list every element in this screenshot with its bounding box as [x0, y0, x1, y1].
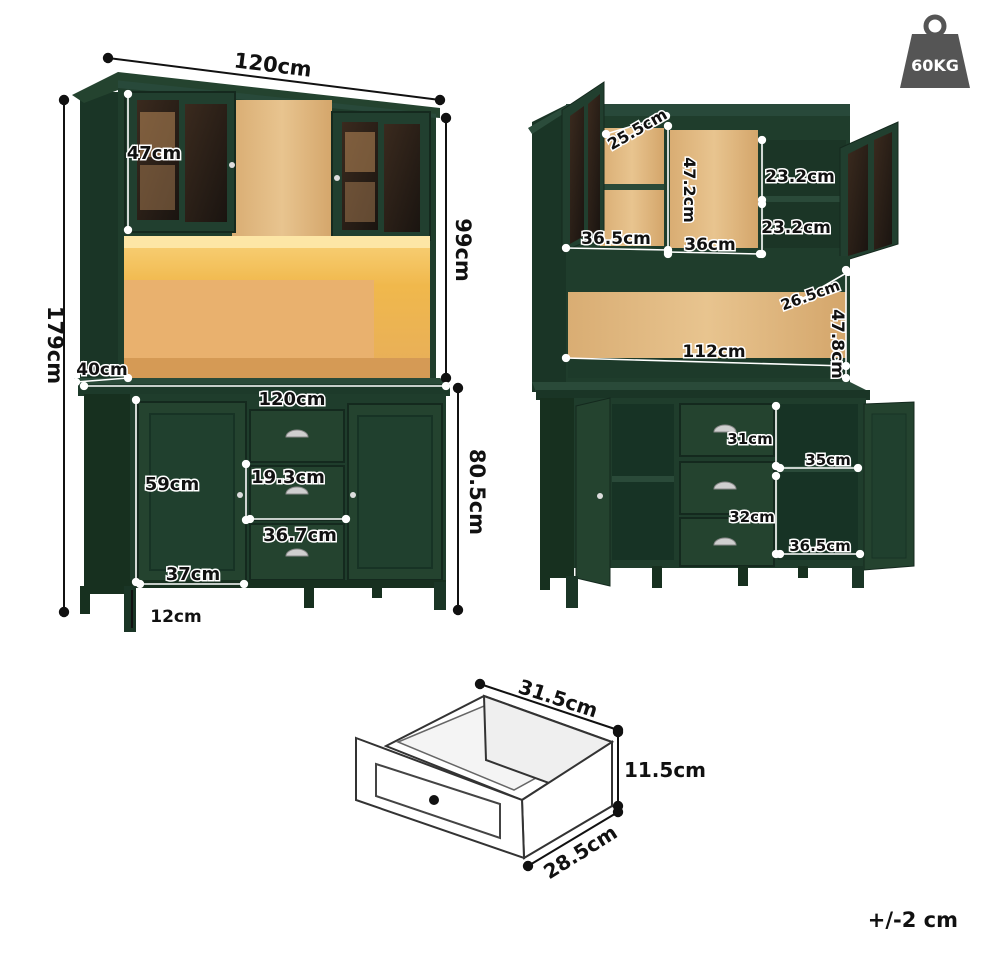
- drawer-dimension-lines: [474, 678, 624, 872]
- front-view-white-lines: [71, 89, 451, 589]
- label-open-shelf-height: 47.8cm: [827, 309, 847, 379]
- label-base-right-width: 36.5cm: [789, 537, 851, 555]
- label-base-inner-depth: 32cm: [729, 508, 774, 526]
- label-door-width: 37cm: [166, 564, 220, 585]
- label-drawer-detail-height: 11.5cm: [624, 758, 706, 782]
- weight-icon: 60KG: [900, 14, 970, 88]
- label-leg-height: 12cm: [150, 607, 201, 627]
- label-base-height: 80.5cm: [465, 449, 489, 535]
- label-door-height: 59cm: [145, 474, 199, 495]
- label-hutch-height: 99cm: [451, 218, 475, 282]
- label-base-width: 120cm: [259, 389, 326, 410]
- label-overall-width: 120cm: [233, 48, 314, 81]
- label-hutch-door-height: 47cm: [127, 143, 181, 164]
- label-depth: 40cm: [76, 360, 127, 380]
- label-drawer-depth: 31cm: [727, 430, 772, 448]
- label-open-shelf-width: 112cm: [682, 342, 745, 362]
- label-upper-middle-height: 47.2cm: [680, 157, 699, 223]
- label-drawer-height: 19.3cm: [251, 467, 325, 488]
- tolerance-note: +/-2 cm: [867, 908, 958, 932]
- label-overall-height: 179cm: [43, 306, 67, 384]
- label-upper-right-bottom: 23.2cm: [761, 218, 831, 238]
- open-view-white-lines: [561, 111, 865, 559]
- drawer-detail-illustration: [355, 694, 615, 860]
- label-base-shelf-width: 35cm: [805, 451, 850, 469]
- front-view-dimension-lines: [58, 52, 464, 628]
- label-upper-middle-width: 36cm: [684, 235, 735, 255]
- label-upper-right-top: 23.2cm: [765, 167, 835, 187]
- front-view-cabinet: [72, 72, 450, 632]
- label-upper-left-width: 36.5cm: [581, 229, 651, 249]
- weight-label: 60KG: [911, 56, 959, 75]
- label-drawer-width: 36.7cm: [263, 525, 337, 546]
